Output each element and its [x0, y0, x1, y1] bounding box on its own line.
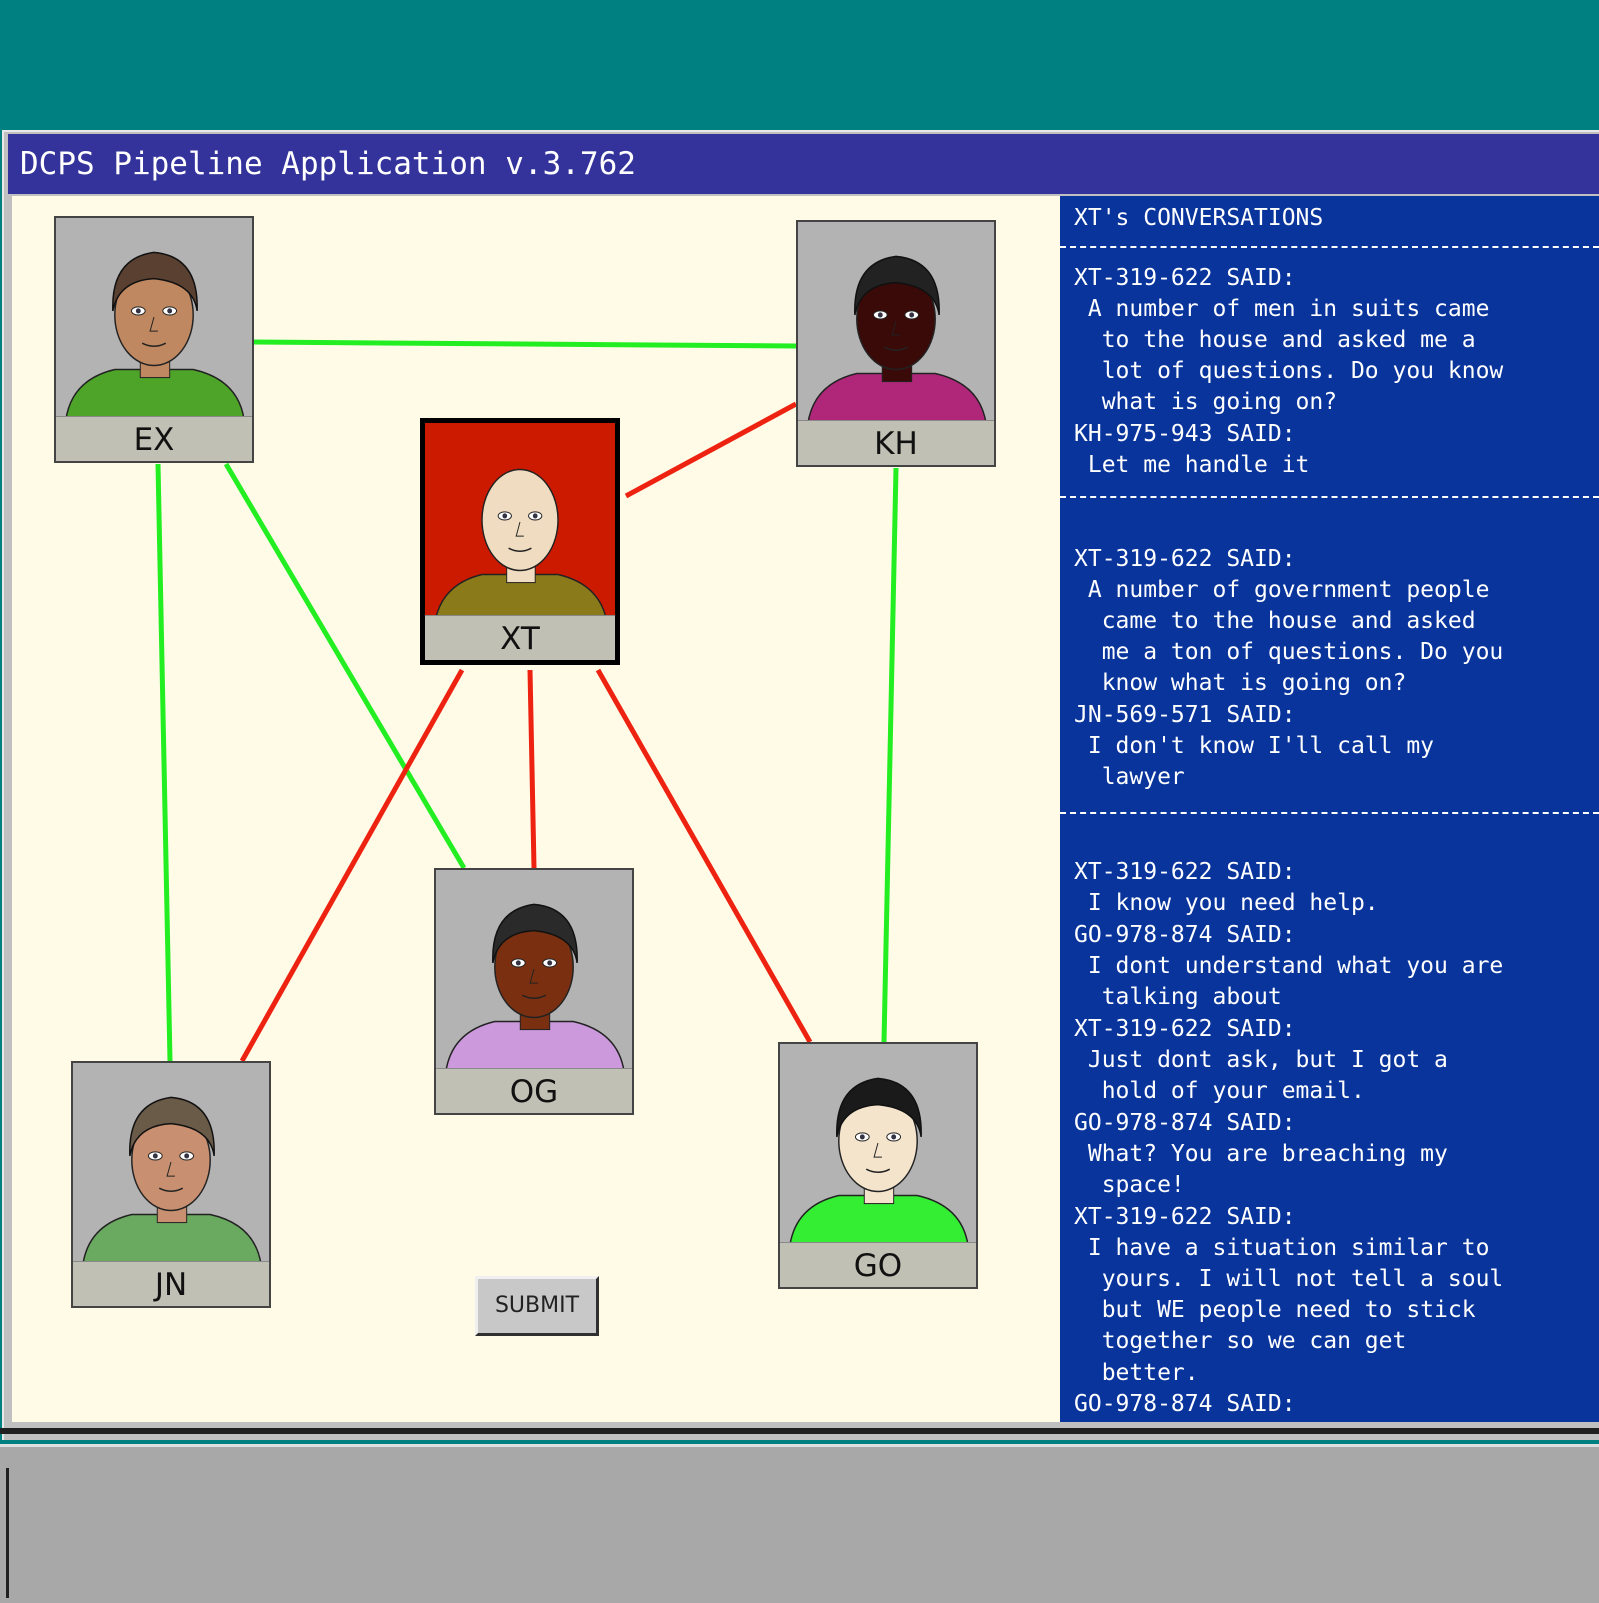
person-label-jn: JN: [73, 1261, 269, 1306]
taskbar-edge: [0, 1468, 9, 1598]
person-card-og[interactable]: OG: [434, 868, 634, 1115]
speaker-line: XT-319-622 SAID:: [1074, 1204, 1296, 1230]
speaker-line: XT-319-622 SAID:: [1074, 546, 1296, 572]
message-line: A number of government people: [1074, 577, 1490, 603]
link-xt-jn: [239, 668, 465, 1063]
link-xt-kh: [624, 401, 798, 499]
speaker-line: XT-319-622 SAID:: [1074, 859, 1296, 885]
message-line: what is going on?: [1074, 389, 1338, 415]
message-line: What? You are breaching my: [1074, 1141, 1448, 1167]
person-card-xt[interactable]: XT: [420, 418, 620, 665]
message-line: I don't know I'll call my: [1074, 733, 1435, 759]
message-line: me a ton of questions. Do you: [1074, 639, 1504, 665]
link-xt-go: [595, 668, 813, 1044]
message-line: but WE people need to stick: [1074, 1297, 1476, 1323]
window-title: DCPS Pipeline Application v.3.762: [8, 134, 1599, 194]
message-line: I dont understand what you are: [1074, 953, 1504, 979]
conversation-title: XT's CONVERSATIONS: [1074, 205, 1324, 231]
message-line: I have a situation similar to: [1074, 1235, 1490, 1261]
connection-lines: [155, 339, 899, 1063]
message-line: lot of questions. Do you know: [1074, 358, 1504, 384]
speaker-line: JN-569-571 SAID:: [1074, 702, 1296, 728]
portrait-xt: [433, 468, 609, 625]
message-line: together so we can get: [1074, 1328, 1407, 1354]
person-label-og: OG: [436, 1068, 632, 1113]
message-line: better.: [1074, 1360, 1199, 1386]
person-label-ex: EX: [56, 416, 252, 461]
message-line: space!: [1074, 1172, 1185, 1198]
message-line: hold of your email.: [1074, 1078, 1365, 1104]
conversation-separator: [1060, 812, 1599, 814]
window-bottom-border: [0, 1428, 1599, 1434]
person-card-go[interactable]: GO: [778, 1042, 978, 1289]
portrait-ex: [65, 251, 245, 420]
portrait-jn: [82, 1096, 262, 1265]
link-kh-go: [881, 467, 899, 1043]
conversation-panel: XT's CONVERSATIONS XT-319-622 SAID: A nu…: [1060, 196, 1599, 1422]
link-ex-og: [223, 462, 467, 870]
message-line: A number of men in suits came: [1074, 296, 1490, 322]
person-label-kh: KH: [798, 420, 994, 465]
message-line: lawyer: [1074, 764, 1185, 790]
speaker-line: GO-978-874 SAID:: [1074, 1110, 1296, 1136]
person-label-go: GO: [780, 1242, 976, 1287]
taskbar: [0, 1444, 1599, 1603]
network-canvas: EX KH XT OG JN GO: [12, 196, 1082, 1422]
submit-button[interactable]: SUBMIT: [475, 1276, 599, 1336]
portrait-kh: [807, 255, 987, 424]
message-line: I know you need help.: [1074, 890, 1379, 916]
conversation-separator: [1060, 246, 1599, 248]
message-line: Just dont ask, but I got a: [1074, 1047, 1448, 1073]
speaker-line: KH-975-943 SAID:: [1074, 421, 1296, 447]
message-line: came to the house and asked: [1074, 608, 1476, 634]
message-line: yours. I will not tell a soul: [1074, 1266, 1504, 1292]
link-ex-kh: [251, 339, 797, 349]
portrait-go: [789, 1077, 969, 1246]
speaker-line: XT-319-622 SAID:: [1074, 265, 1296, 291]
person-card-jn[interactable]: JN: [71, 1061, 271, 1308]
speaker-line: GO-978-874 SAID:: [1074, 922, 1296, 948]
message-line: to the house and asked me a: [1074, 327, 1476, 353]
message-line: Let me handle it: [1074, 452, 1310, 478]
speaker-line: XT-319-622 SAID:: [1074, 1016, 1296, 1042]
link-xt-og: [527, 669, 537, 869]
link-ex-jn: [155, 463, 173, 1062]
speaker-line: GO-978-874 SAID:: [1074, 1391, 1296, 1417]
message-line: know what is going on?: [1074, 670, 1407, 696]
message-line: talking about: [1074, 984, 1282, 1010]
person-card-kh[interactable]: KH: [796, 220, 996, 467]
portrait-og: [445, 903, 625, 1072]
conversation-separator: [1060, 496, 1599, 498]
person-card-ex[interactable]: EX: [54, 216, 254, 463]
person-label-xt: XT: [425, 615, 615, 660]
